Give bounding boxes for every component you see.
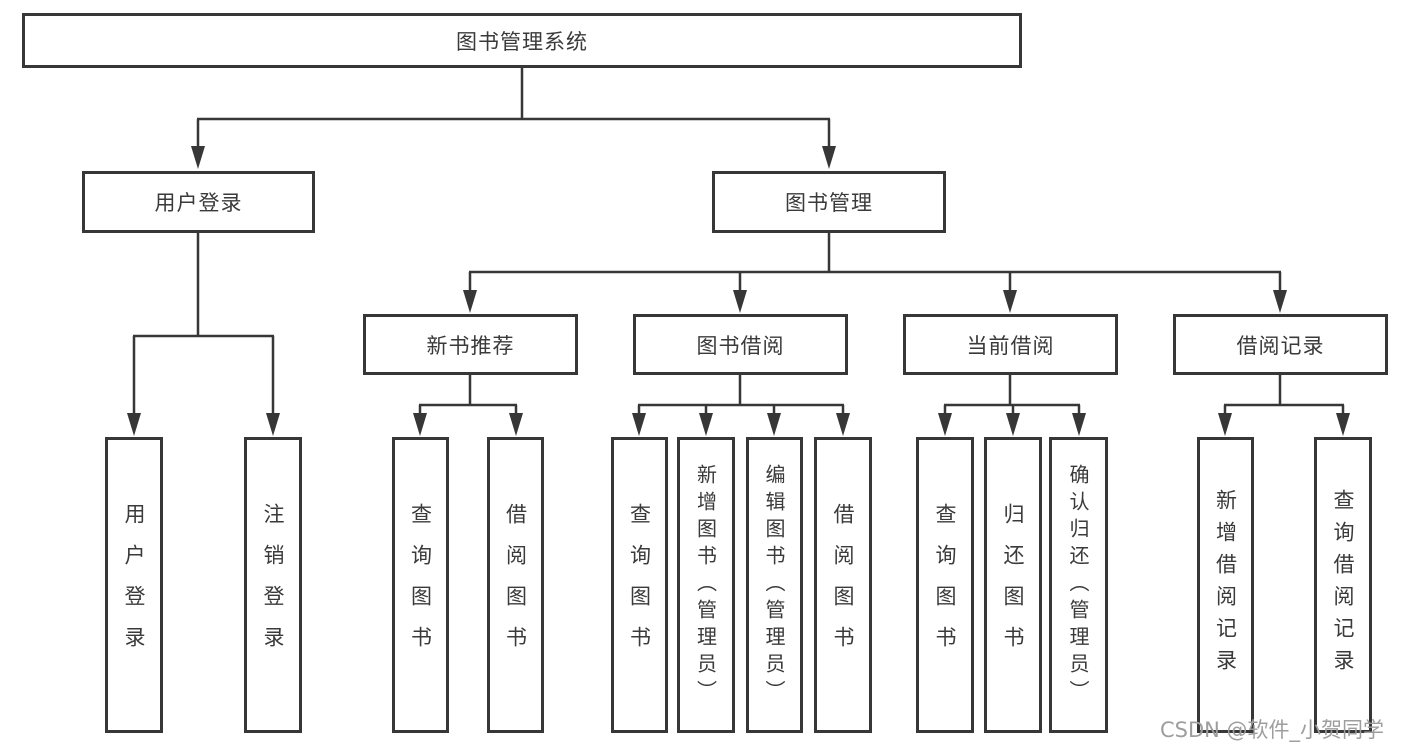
leaf-label: 注销登录 (261, 503, 285, 667)
node-user-login: 用户登录 (82, 171, 315, 233)
node-label: 借阅记录 (1236, 333, 1325, 358)
node-label: 图书借阅 (696, 333, 785, 358)
node-new-book-recommend: 新书推荐 (363, 314, 578, 375)
leaf-add-borrow-record: 新增借阅记录 (1197, 437, 1254, 733)
leaf-user-login: 用户登录 (105, 437, 163, 733)
leaf-label: 借阅图书 (831, 503, 855, 667)
leaf-label: 查询图书 (933, 503, 957, 667)
leaf-borrow-book: 借阅图书 (814, 437, 872, 733)
leaf-label: 查询借阅记录 (1331, 489, 1355, 681)
leaf-query-book-current: 查询图书 (916, 437, 974, 733)
node-label: 用户登录 (154, 191, 243, 215)
node-borrow-records: 借阅记录 (1173, 314, 1388, 375)
leaf-logout: 注销登录 (244, 437, 302, 733)
node-label: 图书管理 (785, 191, 873, 215)
leaf-label: 归还图书 (1001, 503, 1025, 667)
leaf-label: 查询图书 (408, 503, 433, 667)
leaf-query-book-borrowing: 查询图书 (611, 437, 668, 733)
leaf-label: 确认归还（管理员） (1066, 463, 1090, 707)
leaf-return-book: 归还图书 (984, 437, 1042, 733)
leaf-label: 编辑图书（管理员） (762, 463, 786, 707)
node-library-system: 图书管理系统 (22, 13, 1022, 68)
leaf-label: 查询图书 (627, 503, 652, 667)
leaf-label: 用户登录 (122, 503, 146, 667)
leaf-label: 新增借阅记录 (1213, 489, 1238, 681)
leaf-edit-book-admin: 编辑图书（管理员） (746, 437, 803, 733)
leaf-label: 新增图书（管理员） (693, 463, 718, 707)
node-book-borrowing: 图书借阅 (633, 314, 848, 375)
leaf-borrow-book-recommend: 借阅图书 (487, 437, 544, 733)
node-book-management: 图书管理 (712, 171, 946, 233)
leaf-query-book-recommend: 查询图书 (392, 437, 449, 733)
leaf-label: 借阅图书 (503, 503, 528, 667)
csdn-watermark: CSDN @软件_小贺同学 (1160, 718, 1385, 742)
node-label: 新书推荐 (426, 333, 515, 358)
node-current-borrowing: 当前借阅 (903, 314, 1118, 375)
leaf-add-book-admin: 新增图书（管理员） (677, 437, 735, 733)
leaf-confirm-return-admin: 确认归还（管理员） (1049, 437, 1108, 733)
node-label: 当前借阅 (966, 333, 1055, 358)
leaf-query-borrow-record: 查询借阅记录 (1314, 437, 1372, 733)
node-label: 图书管理系统 (456, 29, 588, 54)
